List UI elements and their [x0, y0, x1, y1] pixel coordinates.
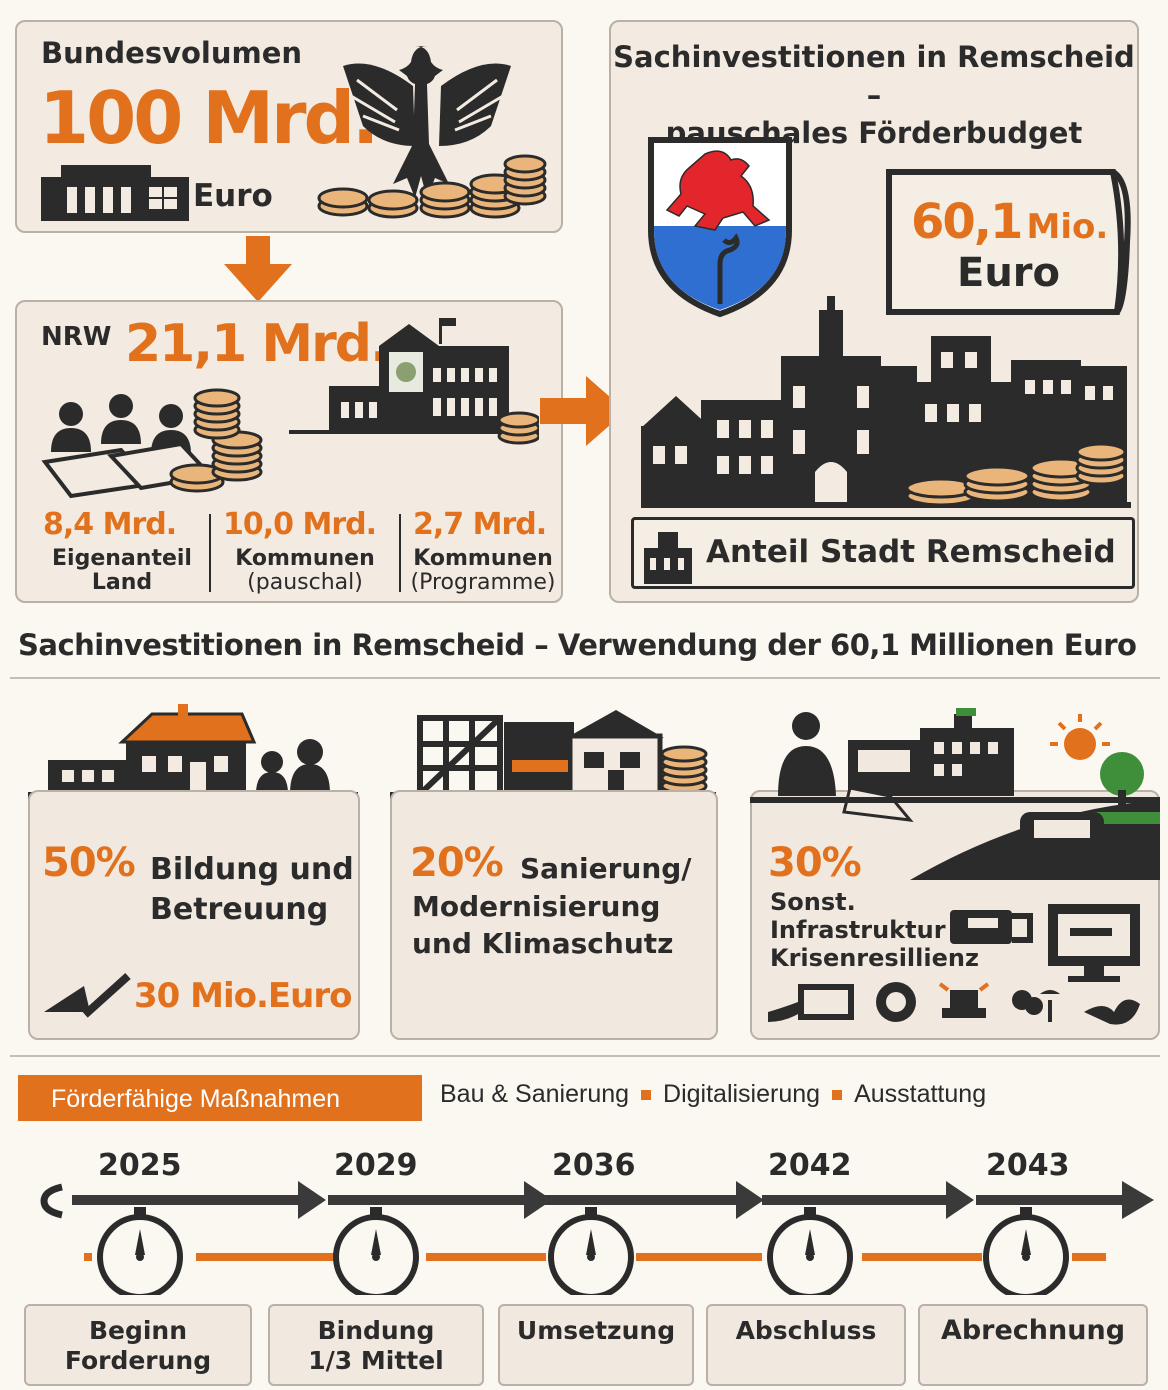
- divider: [10, 1055, 1160, 1057]
- remscheid-title-line1: Sachinvestitionen in Remscheid –: [613, 40, 1135, 112]
- usage-card-2-label-line3: und Klimaschutz: [412, 927, 674, 960]
- people-icon: [41, 394, 216, 499]
- remscheid-amount-number: 60,1: [911, 194, 1023, 250]
- measure-item: Ausstattung: [854, 1080, 987, 1108]
- usage-card-3-label-line3: Krisenresillienz: [770, 944, 979, 972]
- timeline-stage-2: Bindung 1/3 Mittel: [268, 1304, 484, 1386]
- timeline-year-1: 2025: [98, 1148, 182, 1183]
- timeline-stage-5-line1: Abrechnung: [940, 1315, 1126, 1346]
- monitor-icon: [1048, 904, 1140, 982]
- nrw-part-1-line2: Land: [91, 570, 153, 595]
- timeline-stage-1-line2: Forderung: [64, 1346, 212, 1375]
- nrw-part-2-value: 10,0 Mrd.: [223, 507, 377, 542]
- amount-banner-icon: [886, 169, 1131, 315]
- bund-label: Bundesvolumen: [41, 36, 303, 70]
- measures-label: Förderfähige Maßnahmen: [18, 1075, 422, 1121]
- measure-item: Digitalisierung: [663, 1080, 821, 1108]
- share-box: Anteil Stadt Remscheid: [631, 517, 1135, 589]
- timeline-stage-1: Beginn Forderung: [24, 1304, 252, 1386]
- timeline-stage-4-line1: Abschluss: [735, 1316, 877, 1345]
- coin-stacks-icon: [317, 154, 547, 219]
- coin-tower-icon: [169, 388, 263, 493]
- timeline-stage-1-line1: Beginn: [88, 1316, 188, 1345]
- clock-icons: [97, 1207, 1069, 1295]
- construction-building-icon: [390, 710, 716, 800]
- bund-unit: Euro: [193, 178, 273, 214]
- measures-list: Bau & Sanierung Digitalisierung Ausstattun…: [440, 1080, 986, 1109]
- timeline-stage-2-line1: Bindung: [317, 1316, 435, 1345]
- remscheid-coat-of-arms-icon: [648, 137, 792, 318]
- federal-building-icon: [41, 165, 189, 221]
- device-icon: [950, 910, 1033, 944]
- separator: [641, 1090, 652, 1101]
- nrw-part-1-value: 8,4 Mrd.: [43, 507, 177, 542]
- nrw-part-3-value: 2,7 Mrd.: [413, 507, 547, 542]
- down-arrow-icon: [224, 236, 292, 302]
- city-skyline-icon: [641, 296, 1131, 508]
- usage-card-3-percent: 30%: [768, 840, 862, 886]
- nrw-panel: NRW 21,1 Mrd.: [15, 300, 563, 603]
- timeline-graphic: [40, 1181, 1154, 1295]
- remscheid-amount-currency: Euro: [957, 250, 1061, 296]
- timeline-stage-2-line2: 1/3 Mittel: [308, 1346, 444, 1375]
- timeline-year-2: 2029: [334, 1148, 418, 1183]
- nrw-part-3-line2: (Programme): [410, 570, 556, 595]
- nrw-part-2-line2: (pauschal): [247, 570, 363, 595]
- infrastructure-scene-icon: [750, 708, 1160, 880]
- usage-card-2-label-line2: Modernisierung: [412, 890, 661, 923]
- usage-card-1-label-line2: Betreuung: [150, 892, 329, 927]
- usage-card-2-label-line1: Sanierung/: [520, 852, 692, 885]
- nrw-amount: 21,1 Mrd.: [125, 314, 390, 374]
- city-hall-icon: [644, 532, 692, 584]
- remscheid-amount-unit: Mio.: [1026, 207, 1109, 247]
- check-mark-icon: [44, 973, 131, 1018]
- nrw-part-3-line1: Kommunen: [413, 546, 553, 571]
- usage-card-1-footer: 30 Mio.Euro: [134, 976, 352, 1016]
- nrw-label: NRW: [41, 322, 112, 352]
- divider: [399, 514, 401, 592]
- bund-amount: 100 Mrd.: [39, 76, 379, 160]
- measure-item: Bau & Sanierung: [440, 1080, 630, 1108]
- school-family-icon: [28, 704, 358, 800]
- nrw-part-1-line1: Eigenanteil: [52, 546, 192, 571]
- usage-card-1-label-line1: Bildung und: [150, 852, 354, 887]
- usage-card-1-percent: 50%: [42, 840, 136, 886]
- usage-card-3-label-line2: Infrastruktur: [770, 916, 946, 944]
- usage-card-3-label-line1: Sonst.: [770, 888, 856, 916]
- usage-card-renovation: 20% Sanierung/ Modernisierung und Klimas…: [390, 790, 718, 1040]
- infrastructure-icons-row: [768, 982, 1140, 1025]
- nrw-part-2-line1: Kommunen: [235, 546, 375, 571]
- timeline-stage-3: Umsetzung: [498, 1304, 694, 1386]
- federal-eagle-icon: [343, 46, 511, 198]
- timeline-year-5: 2043: [986, 1148, 1070, 1183]
- timeline-stage-5: Abrechnung: [918, 1304, 1148, 1386]
- usage-title: Sachinvestitionen in Remscheid – Verwend…: [18, 628, 1137, 662]
- timeline-year-4: 2042: [768, 1148, 852, 1183]
- share-label: Anteil Stadt Remscheid: [706, 534, 1116, 570]
- right-arrow-icon: [540, 376, 626, 446]
- divider: [209, 514, 211, 592]
- bund-panel: Bundesvolumen 100 Mrd. Euro: [15, 20, 563, 233]
- timeline-stage-4: Abschluss: [706, 1304, 906, 1386]
- usage-card-education: 50% Bildung und Betreuung 30 Mio.Euro: [28, 790, 360, 1040]
- divider: [10, 677, 1160, 679]
- nrw-parliament-icon: [289, 318, 539, 445]
- timeline-year-3: 2036: [552, 1148, 636, 1183]
- timeline-stage-3-line1: Umsetzung: [516, 1316, 676, 1345]
- usage-card-2-percent: 20%: [410, 840, 504, 886]
- remscheid-panel: Sachinvestitionen in Remscheid – pauscha…: [609, 20, 1139, 603]
- separator: [832, 1090, 843, 1101]
